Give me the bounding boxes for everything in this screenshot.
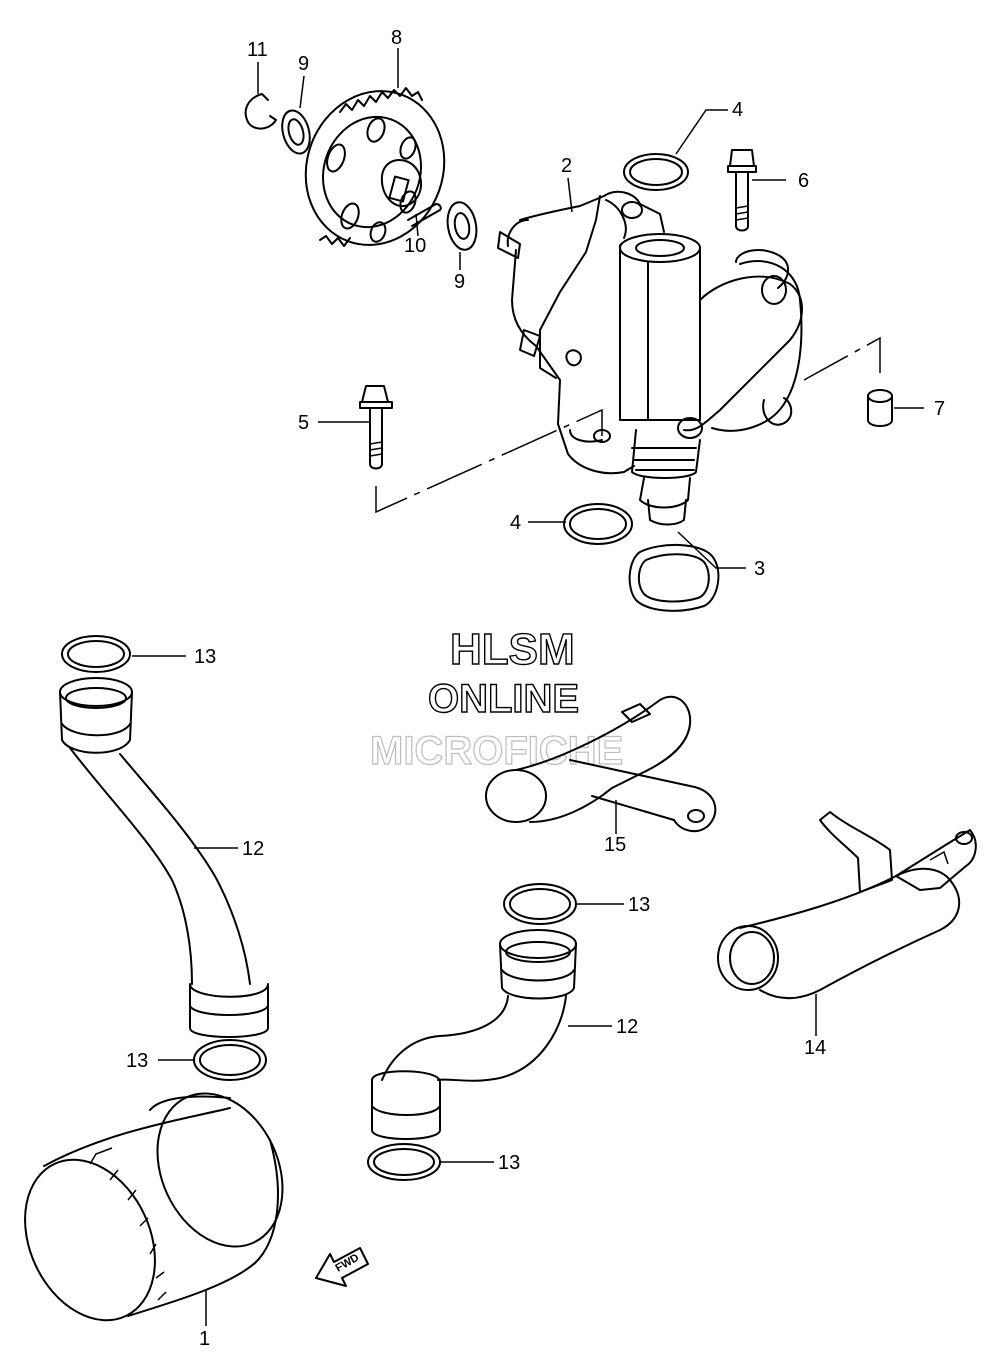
part-oil-pump-body	[497, 190, 803, 526]
watermark-line-2: ONLINE	[428, 677, 579, 721]
part-oil-pipe-bracket-small	[485, 695, 717, 833]
callout-7: 7	[934, 398, 945, 420]
part-o-ring-13-b	[193, 1039, 267, 1081]
callout-13-c: 13	[628, 894, 650, 916]
callout-14: 14	[804, 1037, 826, 1059]
callout-4-lower: 4	[510, 512, 521, 534]
part-oil-pipe-middle	[371, 929, 577, 1140]
callout-12-middle: 12	[616, 1016, 638, 1038]
part-o-ring-lower	[563, 503, 633, 545]
callout-8: 8	[391, 27, 402, 49]
part-drive-gear	[304, 87, 446, 247]
watermark-line-1: HLSM	[450, 625, 575, 674]
part-oil-filter	[24, 1092, 284, 1322]
callout-15: 15	[604, 834, 626, 856]
callout-6: 6	[798, 170, 809, 192]
part-bolt-short	[359, 385, 393, 470]
part-o-ring-13-d	[367, 1143, 441, 1181]
part-circlip	[244, 93, 277, 130]
callout-13-d: 13	[498, 1152, 520, 1174]
callout-5: 5	[298, 412, 309, 434]
callout-2: 2	[561, 155, 572, 177]
callout-3: 3	[754, 558, 765, 580]
callout-1: 1	[199, 1328, 210, 1350]
watermark: HLSM ONLINE MICROFICHE	[369, 624, 624, 773]
part-dowel	[867, 389, 893, 427]
callout-12-left: 12	[242, 838, 264, 860]
leader-lines	[132, 48, 924, 1326]
callout-4-upper: 4	[732, 99, 743, 121]
callout-9-upper: 9	[298, 53, 309, 75]
callout-10: 10	[404, 235, 426, 257]
callout-13-b: 13	[126, 1050, 148, 1072]
part-washer-lower	[446, 201, 478, 251]
callout-labels: 11 9 8 10 9 2 4 6 7 5 4 3 13 12 13 1 15 …	[126, 27, 945, 1350]
part-bolt-long	[727, 149, 757, 232]
fwd-arrow-icon: FWD	[315, 1247, 369, 1287]
part-o-ring-13-c	[503, 883, 577, 925]
part-o-ring-13-a	[61, 635, 131, 673]
callout-11: 11	[247, 39, 268, 61]
part-o-ring-upper	[623, 153, 689, 191]
callout-13-a: 13	[194, 646, 216, 668]
watermark-line-3: MICROFICHE	[370, 729, 623, 773]
part-oil-pipe-left	[59, 677, 269, 1038]
part-oil-pipe-bracket-large	[717, 811, 977, 1000]
part-washer-upper	[281, 109, 311, 155]
callout-9-lower: 9	[454, 271, 465, 293]
assembly-lines	[375, 336, 881, 514]
part-gasket	[628, 543, 720, 612]
